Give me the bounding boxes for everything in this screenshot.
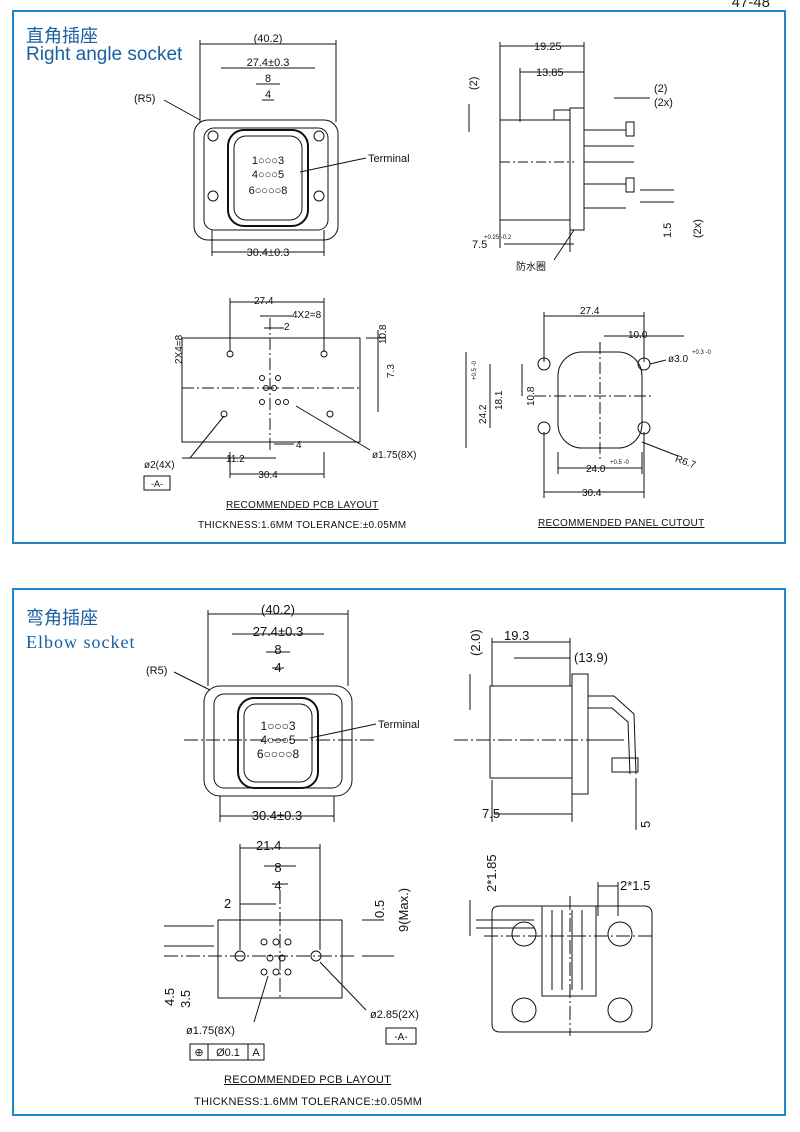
el-bottom-d1: 2*1.85 — [484, 854, 499, 892]
el-pins-bot: 6○○○○8 — [257, 747, 300, 761]
ra-pcb-304: 30.4 — [258, 470, 278, 481]
ra-pins-top: 1○○○3 — [252, 155, 284, 167]
ra-side-d4b: (2x) — [654, 97, 673, 109]
el-pcb-top: 21.4 — [256, 838, 281, 853]
ra-cut-242: 24.2 — [478, 404, 489, 424]
ra-front-row: 8 — [265, 73, 271, 85]
ra-pcb-layout: 27.4 4X2=8 2 2X4=8 10.8 7.3 11.2 4 — [143, 296, 416, 491]
el-pcb-datum: -A- — [394, 1032, 407, 1043]
el-front-radius: (R5) — [146, 665, 167, 677]
el-pcb-8: 8 — [274, 860, 281, 875]
ra-pins-bot: 6○○○○8 — [249, 185, 288, 197]
el-terminal-label: Terminal — [378, 719, 420, 731]
ra-front-width: (40.2) — [254, 33, 283, 45]
el-pins-top: 1○○○3 — [260, 719, 295, 733]
ra-pcb-4: 4 — [296, 440, 302, 451]
ra-front-view: (40.2) 27.4±0.3 8 4 (R5) 1○○○3 4○○○5 6○○… — [134, 33, 410, 259]
ra-pcb-2x4: 2X4=8 — [174, 334, 185, 364]
ra-pcb-thickness: THICKNESS:1.6MM TOLERANCE:±0.05MM — [198, 520, 407, 531]
ra-pcb-2: 2 — [284, 322, 290, 333]
ra-side-view: 19.25 13.85 (2) (2) (2x) 1.5 (2 — [468, 41, 704, 273]
ra-side-seal: 防水圈 — [516, 260, 546, 273]
ra-cut-caption: RECOMMENDED PANEL CUTOUT — [538, 518, 705, 529]
ra-cut-hole-tol: +0.3 -0 — [692, 350, 712, 356]
elbow-panel: 弯角插座 Elbow socket (40.2) 27.4±0.3 8 4 (R… — [12, 588, 786, 1116]
ra-cut-10: 10.0 — [628, 330, 648, 341]
el-side-view: 19.3 (13.9) (2.0) 7.5 5 — [454, 628, 653, 830]
right-angle-drawings: (40.2) 27.4±0.3 8 4 (R5) 1○○○3 4○○○5 6○○… — [134, 33, 712, 499]
el-side-d3: (2.0) — [468, 629, 483, 656]
elbow-title-en: Elbow socket — [26, 632, 140, 653]
el-tol-datum: A — [252, 1047, 260, 1059]
el-tol-value: Ø0.1 — [216, 1047, 240, 1059]
el-bottom-view: 2*1.85 2*1.5 — [469, 854, 654, 1036]
ra-side-d2: 13.85 — [536, 67, 564, 79]
ra-side-d1: 19.25 — [534, 41, 562, 53]
ra-pcb-4x2: 4X2=8 — [292, 310, 322, 321]
ra-cut-304: 30.4 — [582, 488, 602, 499]
ra-cut-242-tol: +0.5 -0 — [472, 360, 478, 380]
ra-pcb-hole-b: ø1.75(8X) — [372, 450, 416, 461]
ra-pcb-caption: RECOMMENDED PCB LAYOUT — [226, 500, 379, 511]
right-angle-panel: 直角插座 Right angle socket (40.2) 27.4±0.3 … — [12, 10, 786, 544]
el-front-pitch: 4 — [274, 660, 281, 675]
el-pcb-hole-a: ø1.75(8X) — [186, 1025, 235, 1037]
el-pcb-45: 4.5 — [162, 988, 177, 1006]
ra-panel-cutout: 27.4 10.0 ø3.0 +0.3 -0 24.2 +0.5 -0 18.1… — [465, 306, 712, 499]
ra-cut-108: 10.8 — [526, 386, 537, 406]
el-pcb-layout: 21.4 8 4 2 0.5 9(Max.) 4.5 3.5 ø1.75(8X) — [162, 838, 419, 1061]
el-front-row: 8 — [274, 642, 281, 657]
el-front-view: (40.2) 27.4±0.3 8 4 (R5) 1○○○3 4○○○5 6○○… — [146, 602, 420, 823]
el-side-d4: 7.5 — [482, 806, 500, 821]
ra-cut-240: 24.0 — [586, 464, 606, 475]
el-side-d1: 19.3 — [504, 628, 529, 643]
el-side-d2: (13.9) — [574, 650, 608, 665]
elbow-drawings: (40.2) 27.4±0.3 8 4 (R5) 1○○○3 4○○○5 6○○… — [146, 602, 654, 1061]
ra-terminal-label: Terminal — [368, 153, 410, 165]
ra-side-d5: 1.5 — [662, 223, 674, 238]
ra-pcb-datum: -A- — [151, 479, 163, 489]
el-pcb-9: 9(Max.) — [396, 888, 411, 932]
ra-pins-mid: 4○○○5 — [252, 169, 284, 181]
ra-cut-r: R6.7 — [673, 454, 697, 472]
ra-front-radius: (R5) — [134, 93, 155, 105]
ra-front-pitch: 4 — [265, 89, 271, 101]
ra-side-d4: (2) — [654, 83, 667, 95]
right-angle-title-cn: 直角插座 — [26, 26, 98, 47]
el-side-d5: 5 — [638, 821, 653, 828]
right-angle-title-en: Right angle socket — [26, 44, 187, 66]
ra-cut-hole: ø3.0 — [668, 354, 688, 365]
el-front-pinspan: 27.4±0.3 — [253, 624, 304, 639]
el-front-bottom-width: 30.4±0.3 — [252, 808, 303, 823]
el-tol-symbol: ⊕ — [194, 1047, 203, 1059]
el-pcb-2: 2 — [224, 896, 231, 911]
ra-front-bottom-width: 30.4±0.3 — [247, 247, 290, 259]
ra-cut-top: 27.4 — [580, 306, 600, 317]
ra-pcb-top: 27.4 — [254, 296, 274, 307]
el-pcb-05: 0.5 — [372, 900, 387, 918]
ra-side-d6-tol: +0.25 -0.2 — [484, 235, 512, 241]
el-pcb-35: 3.5 — [178, 990, 193, 1008]
el-pcb-hole-b: ø2.85(2X) — [370, 1009, 419, 1021]
el-pcb-caption: RECOMMENDED PCB LAYOUT — [224, 1074, 392, 1086]
ra-side-d3: (2) — [468, 77, 480, 90]
ra-side-d6: 7.5 — [472, 239, 487, 251]
ra-pcb-108: 10.8 — [378, 324, 389, 344]
ra-cut-240-tol: +0.5 -0 — [610, 460, 630, 466]
ra-side-d5b: (2x) — [692, 219, 704, 238]
el-front-width: (40.2) — [261, 602, 295, 617]
elbow-title-cn: 弯角插座 — [26, 608, 98, 629]
ra-front-pinspan: 27.4±0.3 — [247, 57, 290, 69]
el-pcb-thickness: THICKNESS:1.6MM TOLERANCE:±0.05MM — [194, 1096, 423, 1108]
ra-cut-181: 18.1 — [494, 390, 505, 410]
el-bottom-d2: 2*1.5 — [620, 878, 650, 893]
el-pins-mid: 4○○○5 — [260, 733, 295, 747]
ra-pcb-hole-a: ø2(4X) — [144, 460, 175, 471]
ra-pcb-73: 7.3 — [386, 364, 397, 378]
ra-pcb-112: 11.2 — [226, 454, 245, 465]
el-pcb-4: 4 — [274, 878, 281, 893]
page-number: 47-48 — [731, 0, 770, 11]
